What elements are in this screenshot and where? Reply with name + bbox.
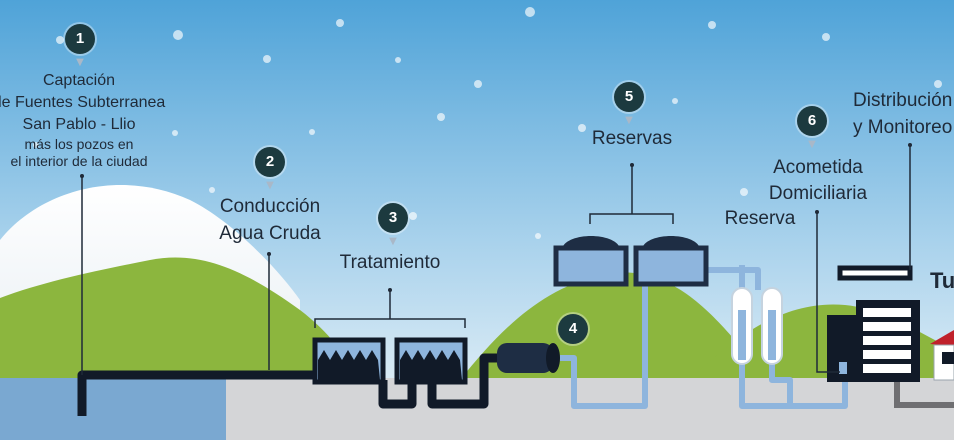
down-arrow-icon: ▼ bbox=[808, 139, 816, 150]
treatment-tank-1 bbox=[312, 337, 386, 385]
step-badge-2: 2 bbox=[255, 147, 285, 177]
distribution-pipe bbox=[894, 382, 954, 408]
step-1-line-3: San Pablo - Llio bbox=[22, 116, 136, 133]
step-1-line-5: el interior de la ciudad bbox=[10, 153, 148, 169]
step-1-title: Captación bbox=[42, 72, 116, 89]
step-badge-6: 6 bbox=[797, 106, 827, 136]
distribution-label-1: Distribución bbox=[853, 90, 953, 111]
reservoir-1 bbox=[553, 236, 629, 287]
house-icon bbox=[930, 330, 954, 381]
step-6-subtitle: Domiciliaria bbox=[768, 183, 868, 204]
hill-left bbox=[0, 257, 360, 380]
step-2-title: Conducción bbox=[219, 196, 321, 217]
down-arrow-icon: ▼ bbox=[76, 57, 84, 68]
step-badge-3: 3 bbox=[378, 203, 408, 233]
step-badge-1: 1 bbox=[65, 24, 95, 54]
step-1-line-4: más los pozos en bbox=[24, 136, 134, 152]
cut-off-title: Tu bbox=[930, 268, 954, 293]
step-badge-4: 4 bbox=[558, 314, 588, 344]
building-icon bbox=[827, 265, 920, 382]
pump bbox=[497, 343, 560, 373]
step-5-title: Reservas bbox=[591, 128, 673, 149]
leader-lines bbox=[81, 145, 911, 375]
distribution-label-2: y Monitoreo bbox=[853, 117, 953, 138]
reserve-label: Reserva bbox=[724, 208, 796, 229]
step-1-line-2: de Fuentes Subterranea bbox=[0, 94, 166, 111]
treatment-tank-2 bbox=[394, 337, 468, 385]
sky-dots bbox=[33, 7, 942, 239]
step-2-subtitle: Agua Cruda bbox=[219, 223, 321, 244]
reservoir-2 bbox=[633, 236, 709, 287]
step-3-title: Tratamiento bbox=[339, 252, 441, 273]
reservoir-bracket bbox=[589, 165, 674, 224]
step-badge-5: 5 bbox=[614, 82, 644, 112]
down-arrow-icon: ▼ bbox=[625, 115, 633, 126]
treated-water-pipe bbox=[560, 265, 848, 409]
step-6-title: Acometida bbox=[773, 157, 863, 178]
down-arrow-icon: ▼ bbox=[389, 236, 397, 247]
down-arrow-icon: ▼ bbox=[266, 180, 274, 191]
reserve-cylinders bbox=[731, 287, 783, 365]
treatment-bracket bbox=[314, 290, 466, 328]
aquifer-water bbox=[0, 378, 226, 440]
